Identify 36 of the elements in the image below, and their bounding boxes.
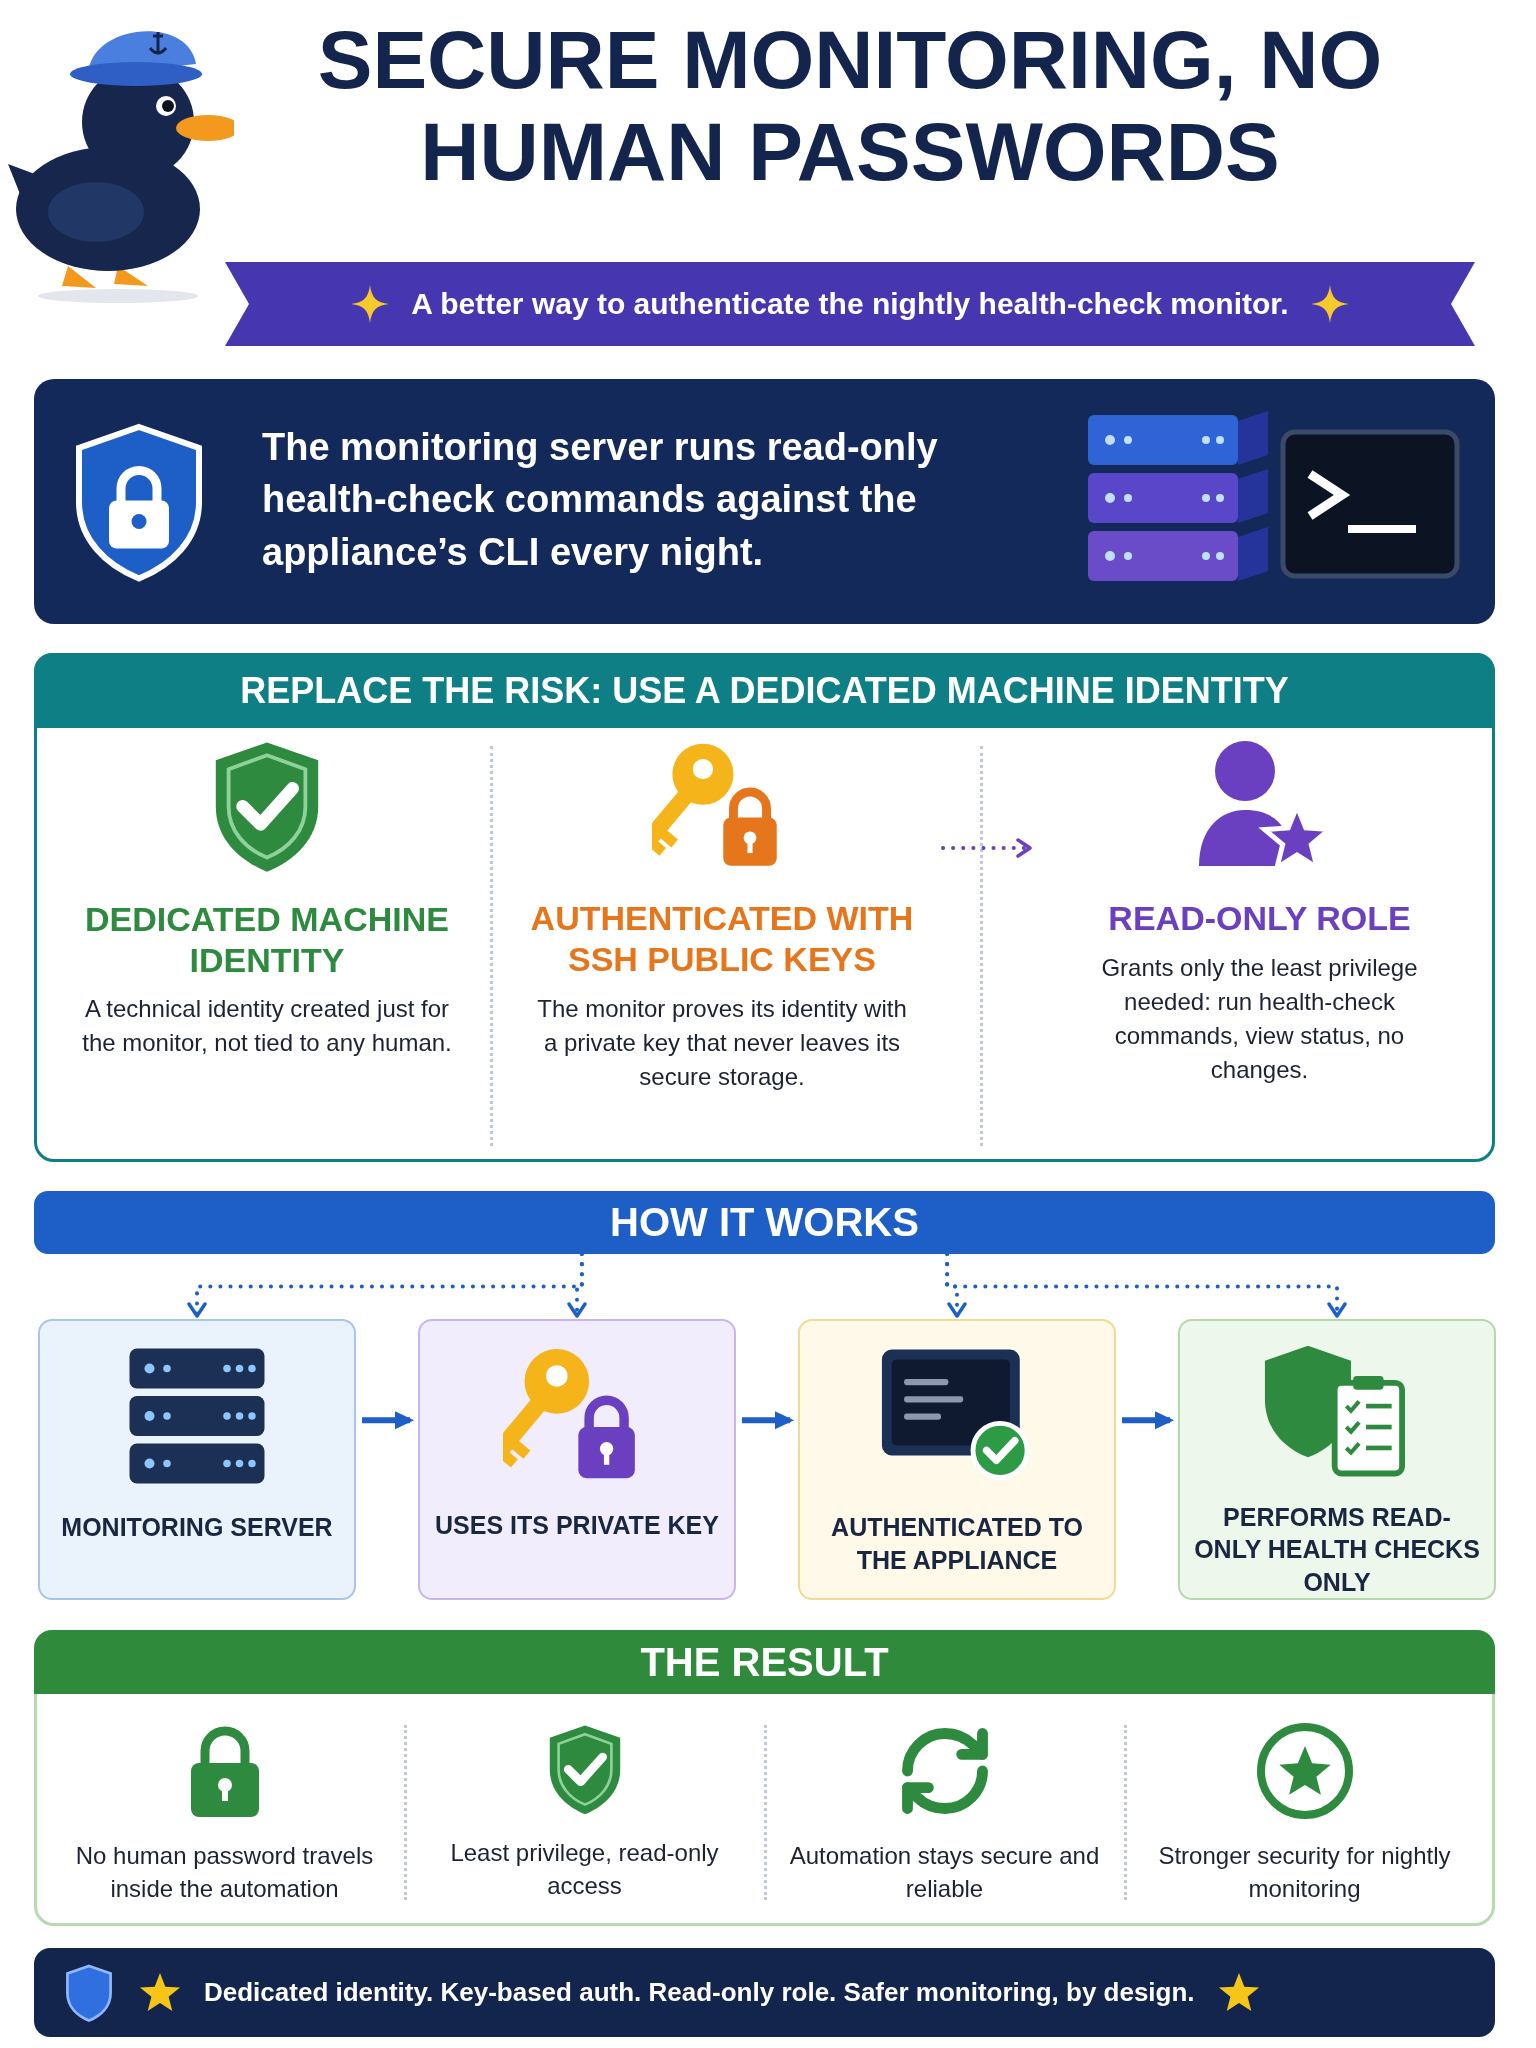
benefit-text: Stronger security for nightly monitoring — [1157, 1841, 1452, 1905]
column-heading: DEDICATED MACHINE IDENTITY — [84, 898, 450, 981]
intro-text: The monitoring server runs read-only health-check commands against the appliance’s CLI every night. — [262, 425, 939, 575]
section-heading: REPLACE THE RISK: USE A DEDICATED MACHINE IDENTITY — [34, 653, 1495, 728]
step-label: PERFORMS READ-ONLY HEALTH CHECKS ONLY — [1193, 1501, 1481, 1598]
arrow — [1122, 1411, 1174, 1430]
benefit-text: No human password travels inside the automation — [74, 1841, 375, 1905]
column-heading: READ-ONLY ROLE — [1108, 898, 1411, 939]
column-description: A technical identity created just for the monitor, not tied to any human. — [81, 994, 453, 1059]
dotted-arrow — [941, 838, 1032, 858]
section-heading: THE RESULT — [34, 1630, 1495, 1694]
column-description: Grants only the least privilege needed: run health-check commands, view status, no changes. — [1100, 952, 1419, 1086]
subtitle-text: A better way to authenticate the nightly health-check monitor. — [411, 287, 1289, 321]
ribbon-banner — [225, 262, 1475, 346]
step-card — [418, 1319, 736, 1600]
step-card — [1178, 1319, 1496, 1600]
step-card — [38, 1319, 356, 1600]
benefit-text: Automation stays secure and reliable — [788, 1841, 1101, 1905]
footer-text: Dedicated identity. Key-based auth. Read-only role. Safer monitoring, by design. — [204, 1977, 1195, 2008]
column-description: The monitor proves its identity with a private key that never leaves its secure storage. — [536, 993, 908, 1092]
result-panel — [34, 1630, 1495, 1926]
section-panel — [34, 653, 1495, 1162]
step-label: MONITORING SERVER — [60, 1512, 334, 1543]
footer-bar — [34, 1948, 1495, 2037]
step-card — [798, 1319, 1116, 1600]
section-heading: HOW IT WORKS — [34, 1191, 1495, 1254]
step-label: AUTHENTICATED TO THE APPLIANCE — [830, 1512, 1084, 1576]
benefit-text: Least privilege, read-only access — [449, 1837, 720, 1901]
intro-panel — [34, 379, 1495, 624]
arrow — [362, 1411, 414, 1430]
page-title: SECURE MONITORING, NO HUMAN PASSWORDS — [316, 14, 1384, 198]
dotted-arrow — [567, 1252, 587, 1318]
column-heading: AUTHENTICATED WITH SSH PUBLIC KEYS — [529, 898, 915, 980]
arrow — [742, 1411, 794, 1430]
step-label: USES ITS PRIVATE KEY — [434, 1510, 720, 1541]
dotted-arrow — [945, 1252, 1347, 1318]
